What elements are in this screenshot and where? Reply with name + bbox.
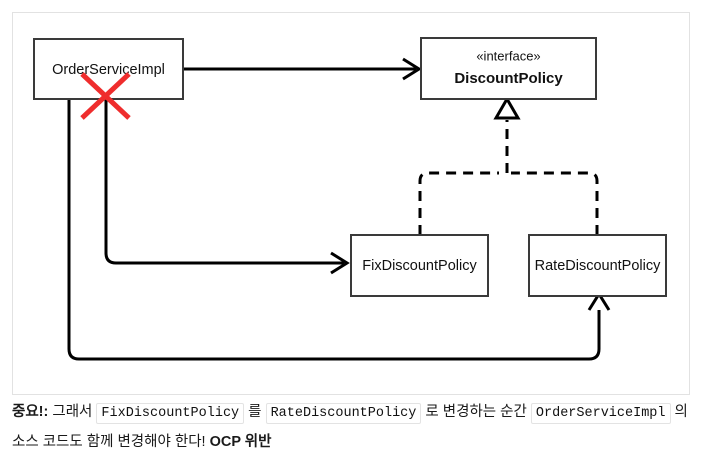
caption-lead-label: 중요!: <box>12 404 49 420</box>
generalization-triangle-icon <box>493 96 521 120</box>
edge-order-to-discount-policy <box>183 57 422 81</box>
edge-order-to-rate-discount-policy <box>67 99 611 361</box>
caption-text: 중요!: 그래서 FixDiscountPolicy 를 RateDiscoun… <box>12 398 694 456</box>
uml-box-order-service-impl[interactable]: OrderServiceImpl <box>33 38 184 100</box>
red-x-mark-icon <box>80 72 131 120</box>
edge-realization-tree <box>418 96 599 235</box>
caption-segment-1: 그래서 <box>48 404 97 420</box>
caption-segment-4: 의 소스 코드도 함께 변경해야 한다! <box>12 404 688 450</box>
uml-box-fix-discount-policy[interactable]: FixDiscountPolicy <box>350 234 489 297</box>
uml-diagram-panel: OrderServiceImpl «interface» DiscountPol… <box>12 12 690 395</box>
uml-box-label-fix-discount-policy: FixDiscountPolicy <box>362 258 477 274</box>
caption-code-order-service-impl: OrderServiceImpl <box>530 403 671 424</box>
caption-segment-3: 로 변경하는 순간 <box>421 404 531 420</box>
edge-order-to-fix-discount-policy <box>104 99 350 275</box>
uml-box-stereotype-discount-policy: «interface» <box>476 48 540 63</box>
uml-box-rate-discount-policy[interactable]: RateDiscountPolicy <box>528 234 667 297</box>
uml-diagram-canvas: OrderServiceImpl «interface» DiscountPol… <box>33 37 667 361</box>
uml-box-discount-policy[interactable]: «interface» DiscountPolicy <box>420 37 597 100</box>
uml-box-label-order-service-impl: OrderServiceImpl <box>52 62 165 78</box>
caption-segment-2: 를 <box>244 404 266 420</box>
caption-code-rate-discount-policy: RateDiscountPolicy <box>265 403 422 424</box>
caption-emphasis: OCP 위반 <box>209 434 272 450</box>
caption-code-fix-discount-policy: FixDiscountPolicy <box>96 403 245 424</box>
uml-box-label-discount-policy: DiscountPolicy <box>454 70 563 87</box>
uml-box-label-rate-discount-policy: RateDiscountPolicy <box>535 258 661 274</box>
